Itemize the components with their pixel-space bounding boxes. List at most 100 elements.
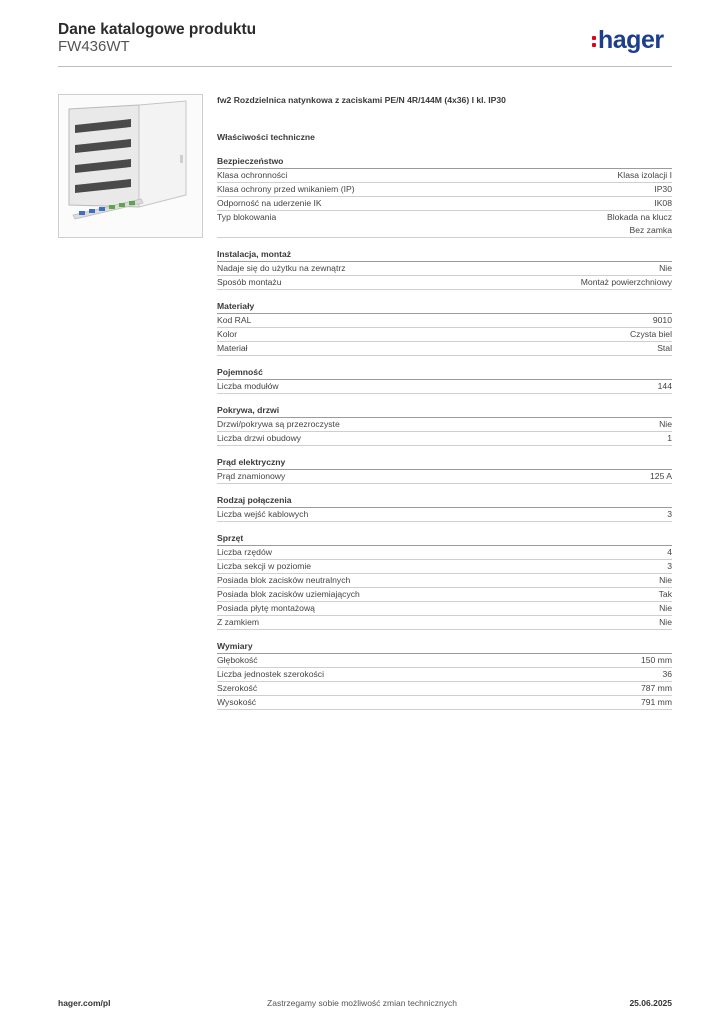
row-label: Liczba modułów <box>217 381 279 391</box>
product-details: fw2 Rozdzielnica natynkowa z zaciskami P… <box>217 94 672 710</box>
section-connection-type: Rodzaj połączenia Liczba wejść kablowych… <box>217 494 672 522</box>
table-row: Liczba modułów 144 <box>217 380 672 394</box>
section-electric-current: Prąd elektryczny Prąd znamionowy 125 A <box>217 456 672 484</box>
row-label: Prąd znamionowy <box>217 471 286 481</box>
row-label: Materiał <box>217 343 248 353</box>
table-row: Kolor Czysta biel <box>217 328 672 342</box>
row-value: Nie <box>659 575 672 585</box>
row-label: Liczba drzwi obudowy <box>217 433 302 443</box>
table-row: Wysokość 791 mm <box>217 696 672 710</box>
row-value: 791 mm <box>640 697 672 707</box>
row-label: Klasa ochrony przed wnikaniem (IP) <box>217 184 355 194</box>
row-label: Posiada płytę montażową <box>217 603 315 613</box>
row-label: Liczba sekcji w poziomie <box>217 561 312 571</box>
row-label: Wysokość <box>217 697 257 707</box>
row-value: 36 <box>662 669 672 679</box>
table-row: Klasa ochronności Klasa izolacji I <box>217 169 672 183</box>
row-value: Nie <box>659 617 672 627</box>
row-value: Klasa izolacji I <box>617 170 672 180</box>
row-label: Klasa ochronności <box>217 170 288 180</box>
row-value: 787 mm <box>640 683 672 693</box>
row-label: Typ blokowania <box>217 212 277 222</box>
footer-disclaimer: Zastrzegamy sobie możliwość zmian techni… <box>267 998 457 1008</box>
row-label: Drzwi/pokrywa są przezroczyste <box>217 419 340 429</box>
row-value: 4 <box>667 547 672 557</box>
footer-website-link[interactable]: hager.com/pl <box>58 998 111 1008</box>
logo-dots-icon <box>592 36 596 50</box>
logo-text: hager <box>598 26 664 54</box>
row-value: Nie <box>659 603 672 613</box>
row-value: 125 A <box>650 471 672 481</box>
row-label: Posiada blok zacisków neutralnych <box>217 575 351 585</box>
row-value: Nie <box>659 419 672 429</box>
distribution-board-image <box>58 94 203 238</box>
section-title: Pojemność <box>217 366 672 380</box>
hager-logo: hager <box>592 26 674 56</box>
row-label: Liczba wejść kablowych <box>217 509 309 519</box>
section-title: Wymiary <box>217 640 672 654</box>
row-label: Kod RAL <box>217 315 252 325</box>
table-row: Posiada płytę montażową Nie <box>217 602 672 616</box>
section-safety: Bezpieczeństwo Klasa ochronności Klasa iz… <box>217 155 672 238</box>
row-value: 3 <box>667 561 672 571</box>
table-row: Klasa ochrony przed wnikaniem (IP) IP30 <box>217 183 672 197</box>
row-value: 150 mm <box>640 655 672 665</box>
row-value: IK08 <box>654 198 672 208</box>
row-label: Szerokość <box>217 683 258 693</box>
row-label: Sposób montażu <box>217 277 282 287</box>
row-value: Blokada na klucz Bez zamka <box>607 212 672 235</box>
row-label: Głębokość <box>217 655 258 665</box>
row-value: IP30 <box>654 184 672 194</box>
table-row: Liczba drzwi obudowy 1 <box>217 432 672 446</box>
table-row: Drzwi/pokrywa są przezroczyste Nie <box>217 418 672 432</box>
row-value: 3 <box>667 509 672 519</box>
row-label: Liczba jednostek szerokości <box>217 669 324 679</box>
page-title: Dane katalogowe produktu <box>58 21 257 38</box>
section-installation: Instalacja, montaż Nadaje się do użytku … <box>217 248 672 290</box>
row-label: Kolor <box>217 329 238 339</box>
section-title: Pokrywa, drzwi <box>217 404 672 418</box>
table-row: Kod RAL 9010 <box>217 314 672 328</box>
table-row: Liczba wejść kablowych 3 <box>217 508 672 522</box>
row-label: Odporność na uderzenie IK <box>217 198 322 208</box>
row-value: 9010 <box>652 315 672 325</box>
table-row: Głębokość 150 mm <box>217 654 672 668</box>
row-value: Nie <box>659 263 672 273</box>
row-label: Z zamkiem <box>217 617 260 627</box>
table-row: Prąd znamionowy 125 A <box>217 470 672 484</box>
section-title: Sprzęt <box>217 532 672 546</box>
row-label: Posiada blok zacisków uziemiających <box>217 589 360 599</box>
tech-heading: Właściwości techniczne <box>217 132 315 142</box>
row-value: Czysta biel <box>629 329 672 339</box>
table-row: Szerokość 787 mm <box>217 682 672 696</box>
section-materials: Materiały Kod RAL 9010 Kolor Czysta biel M… <box>217 300 672 356</box>
table-row: Posiada blok zacisków neutralnych Nie <box>217 574 672 588</box>
table-row: Nadaje się do użytku na zewnątrz Nie <box>217 262 672 276</box>
product-description: fw2 Rozdzielnica natynkowa z zaciskami P… <box>217 95 506 105</box>
table-row: Typ blokowania Blokada na klucz Bez zamka <box>217 211 672 238</box>
row-value: Montaż powierzchniowy <box>580 277 672 287</box>
table-row: Z zamkiem Nie <box>217 616 672 630</box>
product-code: FW436WT <box>58 38 130 55</box>
row-value: Stal <box>657 343 672 353</box>
section-capacity: Pojemność Liczba modułów 144 <box>217 366 672 394</box>
row-value: 1 <box>667 433 672 443</box>
section-title: Bezpieczeństwo <box>217 155 672 169</box>
table-row: Materiał Stal <box>217 342 672 356</box>
row-label: Nadaje się do użytku na zewnątrz <box>217 263 346 273</box>
table-row: Sposób montażu Montaż powierzchniowy <box>217 276 672 290</box>
section-dimensions: Wymiary Głębokość 150 mm Liczba jednostek… <box>217 640 672 710</box>
section-title: Rodzaj połączenia <box>217 494 672 508</box>
section-title: Prąd elektryczny <box>217 456 672 470</box>
table-row: Liczba sekcji w poziomie 3 <box>217 560 672 574</box>
table-row: Liczba jednostek szerokości 36 <box>217 668 672 682</box>
section-title: Instalacja, montaż <box>217 248 672 262</box>
section-title: Materiały <box>217 300 672 314</box>
row-value: 144 <box>657 381 672 391</box>
section-cover-doors: Pokrywa, drzwi Drzwi/pokrywa są przezroc… <box>217 404 672 446</box>
footer-date: 25.06.2025 <box>629 998 672 1008</box>
distribution-board-icon <box>68 100 187 220</box>
